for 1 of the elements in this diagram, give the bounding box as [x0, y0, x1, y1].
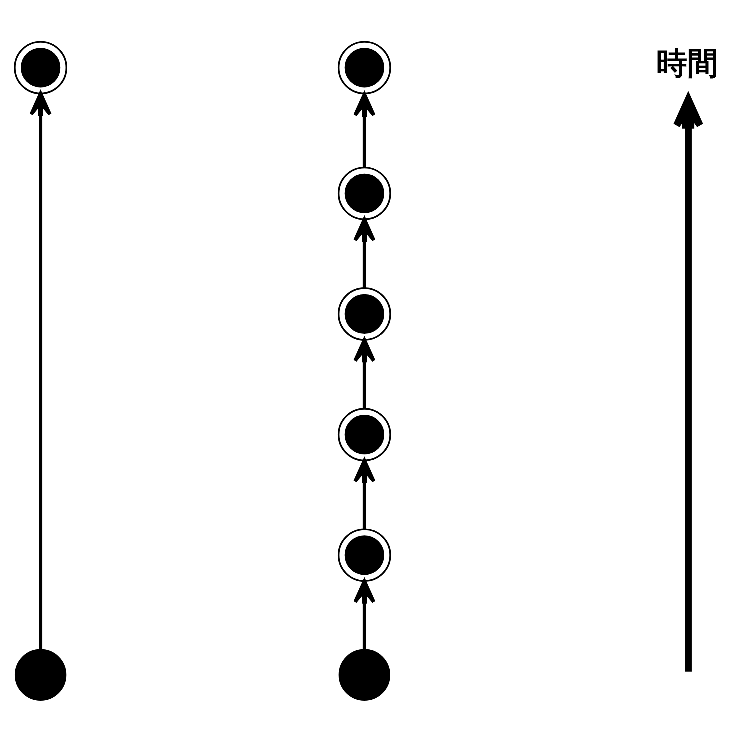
label: 時間 — [656, 46, 719, 82]
